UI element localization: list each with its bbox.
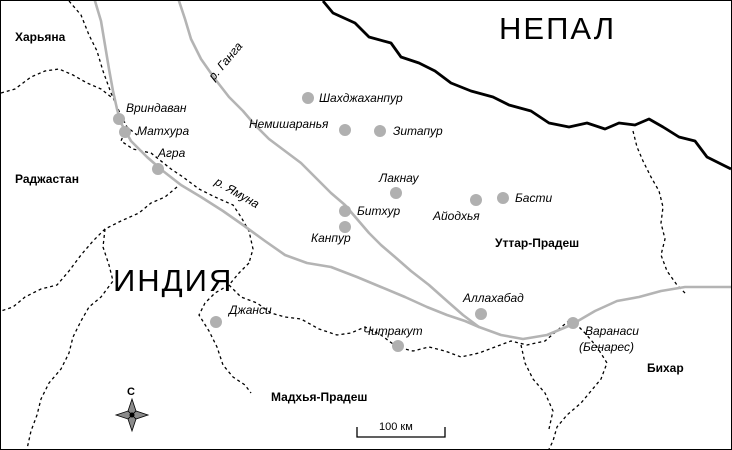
city-marker-mathura (119, 126, 131, 138)
compass-rose: С (114, 386, 150, 433)
border-mp-jhansi-loop (26, 228, 114, 449)
city-marker-lucknow (390, 187, 402, 199)
city-label-chitrakoot: Читракут (363, 324, 423, 338)
city-label-allahabad: Аллахабад (462, 291, 524, 305)
city-marker-sitapur (374, 125, 386, 137)
border-rajasthan-mp (1, 186, 178, 312)
city-label-vrindavan: Вриндаван (126, 101, 187, 115)
yamuna-river (93, 1, 481, 329)
city-label-lucknow: Лакнау (378, 171, 419, 185)
region-label-rajasthan: Раджастан (15, 172, 79, 186)
city-marker-shahjahanpur (302, 92, 314, 104)
city-marker-jhansi (210, 316, 222, 328)
city-marker-ayodhya (470, 194, 482, 206)
border-haryana-rajasthan (1, 68, 112, 98)
city-label-kanpur: Канпур (311, 231, 351, 245)
city-label-benares: (Бенарес) (579, 340, 634, 354)
river-label-ganga: р. Ганга (205, 39, 246, 84)
region-label-bihar: Бихар (647, 361, 684, 375)
border-up-bihar (632, 130, 688, 296)
city-marker-basti (497, 192, 509, 204)
border-rajasthan-up (120, 126, 254, 264)
city-label-basti: Басти (515, 191, 552, 205)
compass-north-letter: С (127, 386, 135, 398)
city-label-varanasi: Варанаси (585, 324, 639, 338)
region-label-haryana: Харьяна (15, 30, 66, 44)
region-label-madhya-pradesh: Мадхья-Прадеш (271, 390, 367, 404)
city-marker-kanpur (339, 221, 351, 233)
scale-bar-line (356, 427, 446, 438)
city-label-naimisharanya: Немишаранья (249, 117, 329, 131)
compass-center (129, 412, 135, 418)
city-label-sitapur: Зитапур (393, 124, 443, 138)
region-label-uttar-pradesh: Уттар-Прадеш (495, 236, 579, 250)
border-mp-east-inner (520, 344, 554, 430)
city-label-agra: Агра (157, 146, 186, 160)
nepal-border (321, 1, 731, 171)
river-label-yamuna: р. Ямуна (212, 174, 262, 211)
city-marker-varanasi (567, 317, 579, 329)
city-marker-allahabad (475, 308, 487, 320)
city-marker-chitrakoot (392, 340, 404, 352)
country-label-nepal: НЕПАЛ (499, 11, 616, 46)
scale-bar: 100 км (356, 421, 446, 438)
city-label-ayodhya: Айодхья (432, 209, 480, 223)
city-label-mathura: Матхура (137, 124, 189, 138)
ganga-river (177, 1, 731, 341)
city-label-bithoor: Битхур (357, 204, 400, 218)
city-label-jhansi: Джанси (227, 303, 272, 317)
city-label-shahjahanpur: Шахджаханпур (319, 91, 403, 105)
border-mp-bihar (548, 318, 608, 449)
city-marker-vrindavan (113, 113, 125, 125)
city-marker-naimisharanya (339, 124, 351, 136)
city-marker-bithoor (339, 205, 351, 217)
country-label-india: ИНДИЯ (113, 263, 233, 298)
scale-bar-label: 100 км (379, 421, 413, 433)
city-marker-agra (152, 163, 164, 175)
